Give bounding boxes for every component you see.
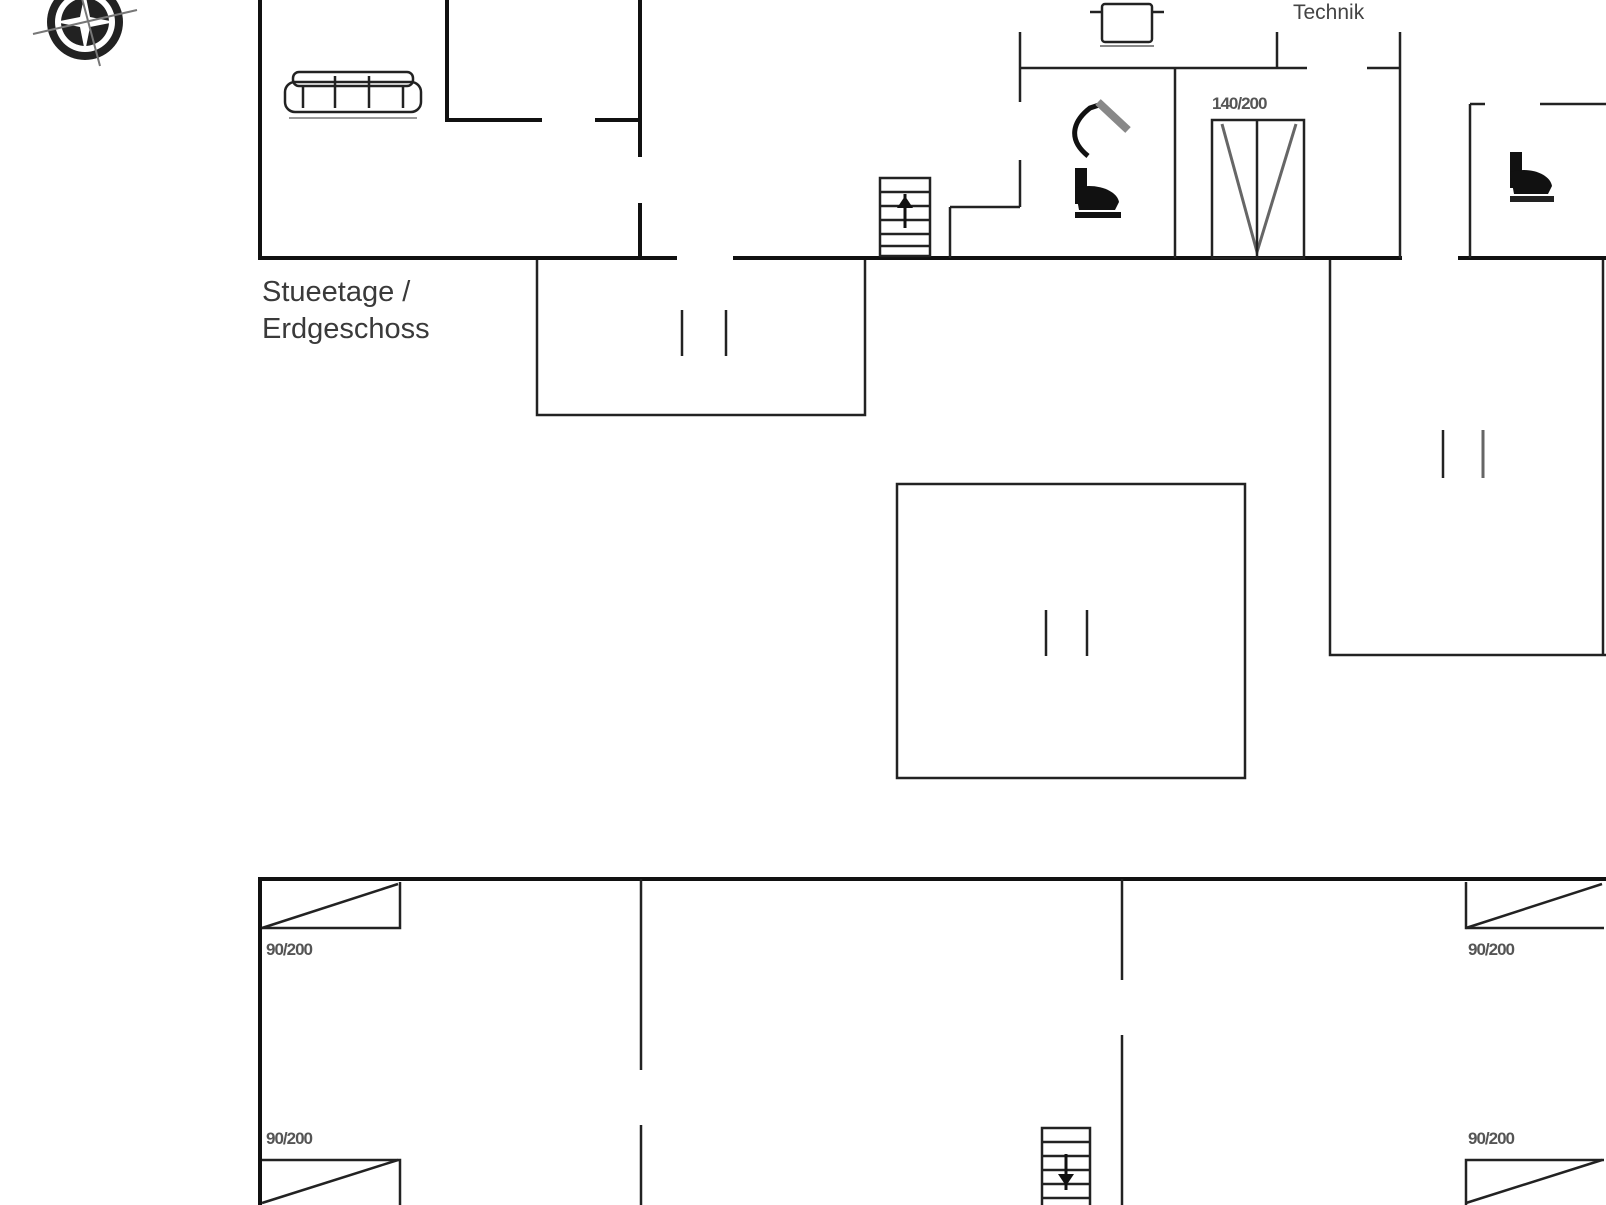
single-bed-icon bbox=[261, 882, 402, 930]
sofa-icon bbox=[283, 70, 423, 119]
single-bed-icon bbox=[1464, 1158, 1604, 1205]
stove-icon bbox=[1090, 2, 1164, 47]
floor-label: Stueetage / Erdgeschoss bbox=[262, 274, 430, 348]
shower-icon bbox=[1072, 99, 1131, 158]
ground-floor-walls bbox=[258, 0, 1606, 780]
bed-size-label: 90/200 bbox=[1468, 940, 1515, 959]
upper-floor-walls bbox=[258, 877, 1606, 1205]
bed-size-label: 90/200 bbox=[1468, 1129, 1515, 1148]
single-bed-icon bbox=[1464, 882, 1604, 930]
room-label-technik: Technik bbox=[1293, 1, 1365, 24]
floor-label-line1: Stueetage / bbox=[262, 276, 411, 308]
bed-size-label: 90/200 bbox=[266, 1129, 313, 1148]
bed-size-label: 90/200 bbox=[266, 940, 313, 959]
stairs-icon bbox=[878, 176, 932, 258]
toilet-icon bbox=[1510, 152, 1554, 202]
stairs-icon bbox=[1040, 1126, 1092, 1205]
bed-size-label: 140/200 bbox=[1212, 94, 1267, 113]
toilet-icon bbox=[1075, 168, 1121, 218]
floor-label-line2: Erdgeschoss bbox=[262, 313, 430, 345]
compass-rose-icon bbox=[32, 0, 138, 67]
double-bed-icon bbox=[1210, 118, 1306, 260]
single-bed-icon bbox=[261, 1158, 402, 1205]
